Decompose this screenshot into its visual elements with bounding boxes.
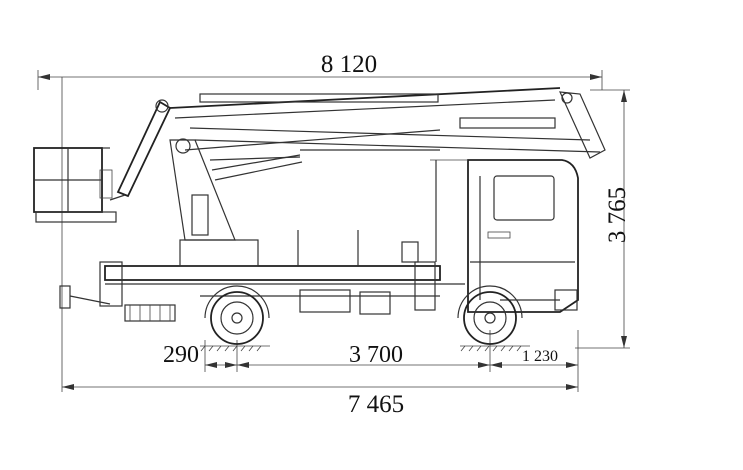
wheelbase-label: 3 700 bbox=[349, 342, 403, 368]
height-label: 3 765 bbox=[604, 187, 631, 243]
truck-cab bbox=[430, 159, 579, 313]
rear-overhang-label: 1 230 bbox=[522, 348, 558, 365]
chassis-length-label: 7 465 bbox=[348, 391, 404, 418]
front-overhang-label: 290 bbox=[163, 342, 199, 368]
work-basket bbox=[33, 147, 126, 223]
boom bbox=[116, 87, 606, 198]
dimension-labels: 8 120 3 765 290 3 700 1 230 7 465 bbox=[163, 51, 631, 418]
overall-length-label: 8 120 bbox=[321, 51, 377, 78]
chassis-frame bbox=[59, 230, 465, 322]
dimension-lines bbox=[37, 70, 630, 392]
front-wheel bbox=[457, 285, 523, 345]
ground-line bbox=[200, 345, 530, 352]
rear-wheel bbox=[204, 285, 270, 345]
